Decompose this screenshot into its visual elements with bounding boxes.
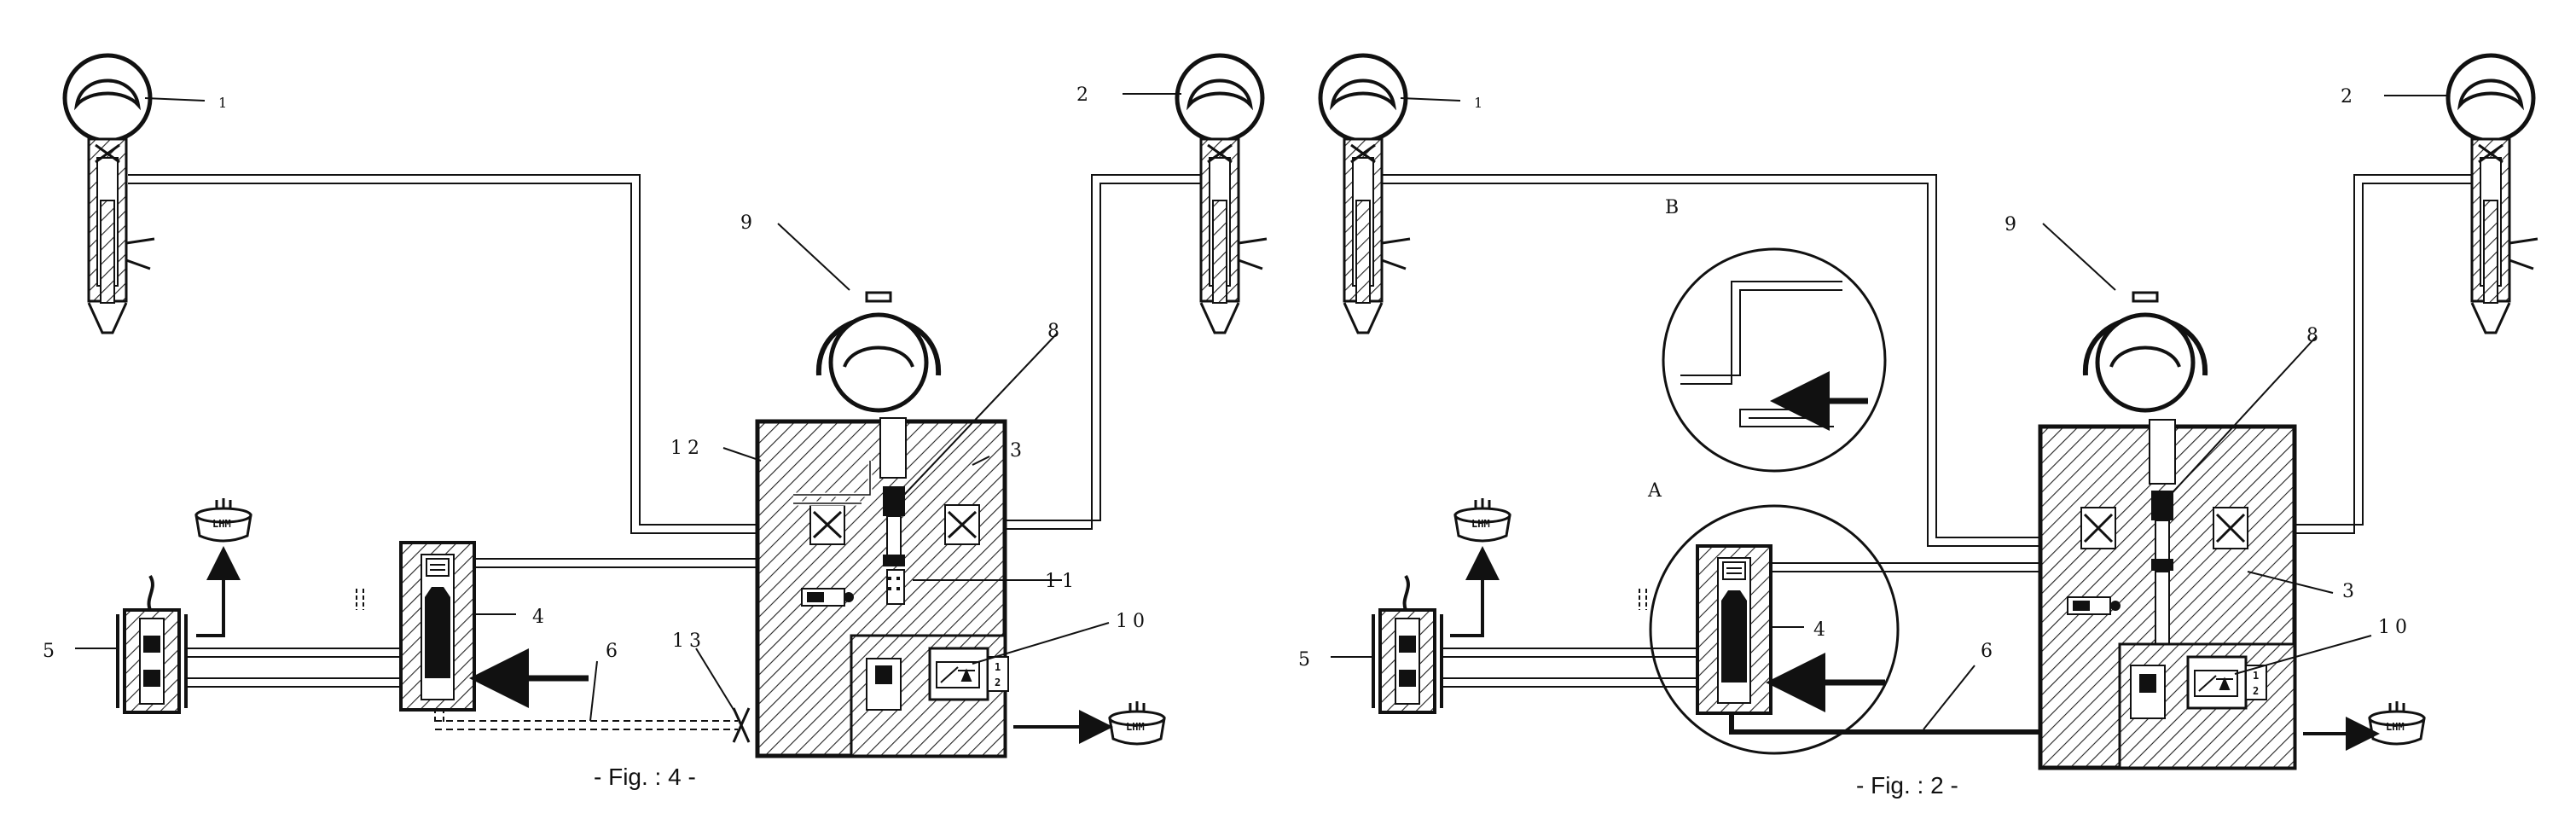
detail-circle-b — [1662, 247, 1887, 473]
label-4-fig4: 4 — [532, 607, 544, 628]
label-10-fig4: 10 — [1116, 611, 1150, 632]
label-4-fig2: 4 — [1813, 619, 1825, 641]
valve-mark-2: 2 — [995, 677, 1001, 688]
label-9-fig2: 9 — [2005, 214, 2016, 235]
reservoir-label: LHM — [212, 518, 231, 530]
label-9-fig4: 9 — [740, 212, 752, 234]
valve-mark-1: 1 — [2253, 670, 2259, 682]
strut-1-fig4 — [65, 55, 154, 333]
reservoir-label: LHM — [1471, 518, 1490, 530]
strut-2-fig4 — [1177, 55, 1267, 333]
label-2-fig2: 2 — [2341, 86, 2353, 107]
valve-mark-2: 2 — [2253, 685, 2259, 697]
detail-circle-a — [1649, 504, 1900, 755]
label-6-fig2: 6 — [1981, 641, 1993, 662]
sphere-9-fig2 — [2086, 293, 2205, 410]
label-3-fig4: 3 — [1010, 440, 1022, 462]
figure-2: B A — [1298, 55, 2538, 799]
valve-5-fig4 — [116, 608, 188, 714]
valve-mark-1: 1 — [995, 661, 1001, 673]
accumulator-4-fig4 — [399, 541, 476, 712]
detail-label-a: A — [1647, 480, 1662, 502]
reservoir-label: LHM — [1126, 721, 1145, 733]
strut-1-fig2 — [1320, 55, 1410, 333]
solenoid-valve-10-fig2: 1 2 — [2186, 655, 2267, 710]
valve-5-fig2 — [1372, 608, 1443, 714]
strut-2-fig2 — [2448, 55, 2538, 333]
label-1-fig4: 1 — [218, 95, 227, 111]
label-8-fig4: 8 — [1047, 321, 1059, 342]
reservoir-label: LHM — [2386, 721, 2405, 733]
label-11-fig4: 11 — [1045, 571, 1079, 592]
solenoid-valve-10-fig4: 1 2 — [928, 647, 1009, 701]
label-13-fig4: 13 — [672, 630, 706, 652]
label-2-fig4: 2 — [1076, 84, 1088, 106]
detail-label-b: B — [1665, 197, 1679, 218]
label-1-fig2: 1 — [1474, 95, 1482, 111]
label-6-fig4: 6 — [606, 641, 618, 662]
bypass-valve-13 — [732, 707, 751, 743]
accumulator-4-fig2 — [1696, 544, 1772, 715]
label-5-fig4: 5 — [43, 641, 55, 662]
figure-4-caption: - Fig. : 4 - — [594, 764, 696, 790]
block-internals-fig4 — [793, 417, 1007, 758]
sphere-9-fig4 — [819, 293, 938, 410]
label-3-fig2: 3 — [2342, 581, 2354, 602]
figure-4: 1 2 LHM LHM — [43, 55, 1267, 790]
label-10-fig2: 10 — [2378, 617, 2412, 638]
label-8-fig2: 8 — [2306, 325, 2318, 346]
label-5-fig2: 5 — [1298, 649, 1310, 671]
label-12-fig4: 12 — [670, 438, 705, 459]
figure-2-caption: - Fig. : 2 - — [1856, 772, 1958, 799]
